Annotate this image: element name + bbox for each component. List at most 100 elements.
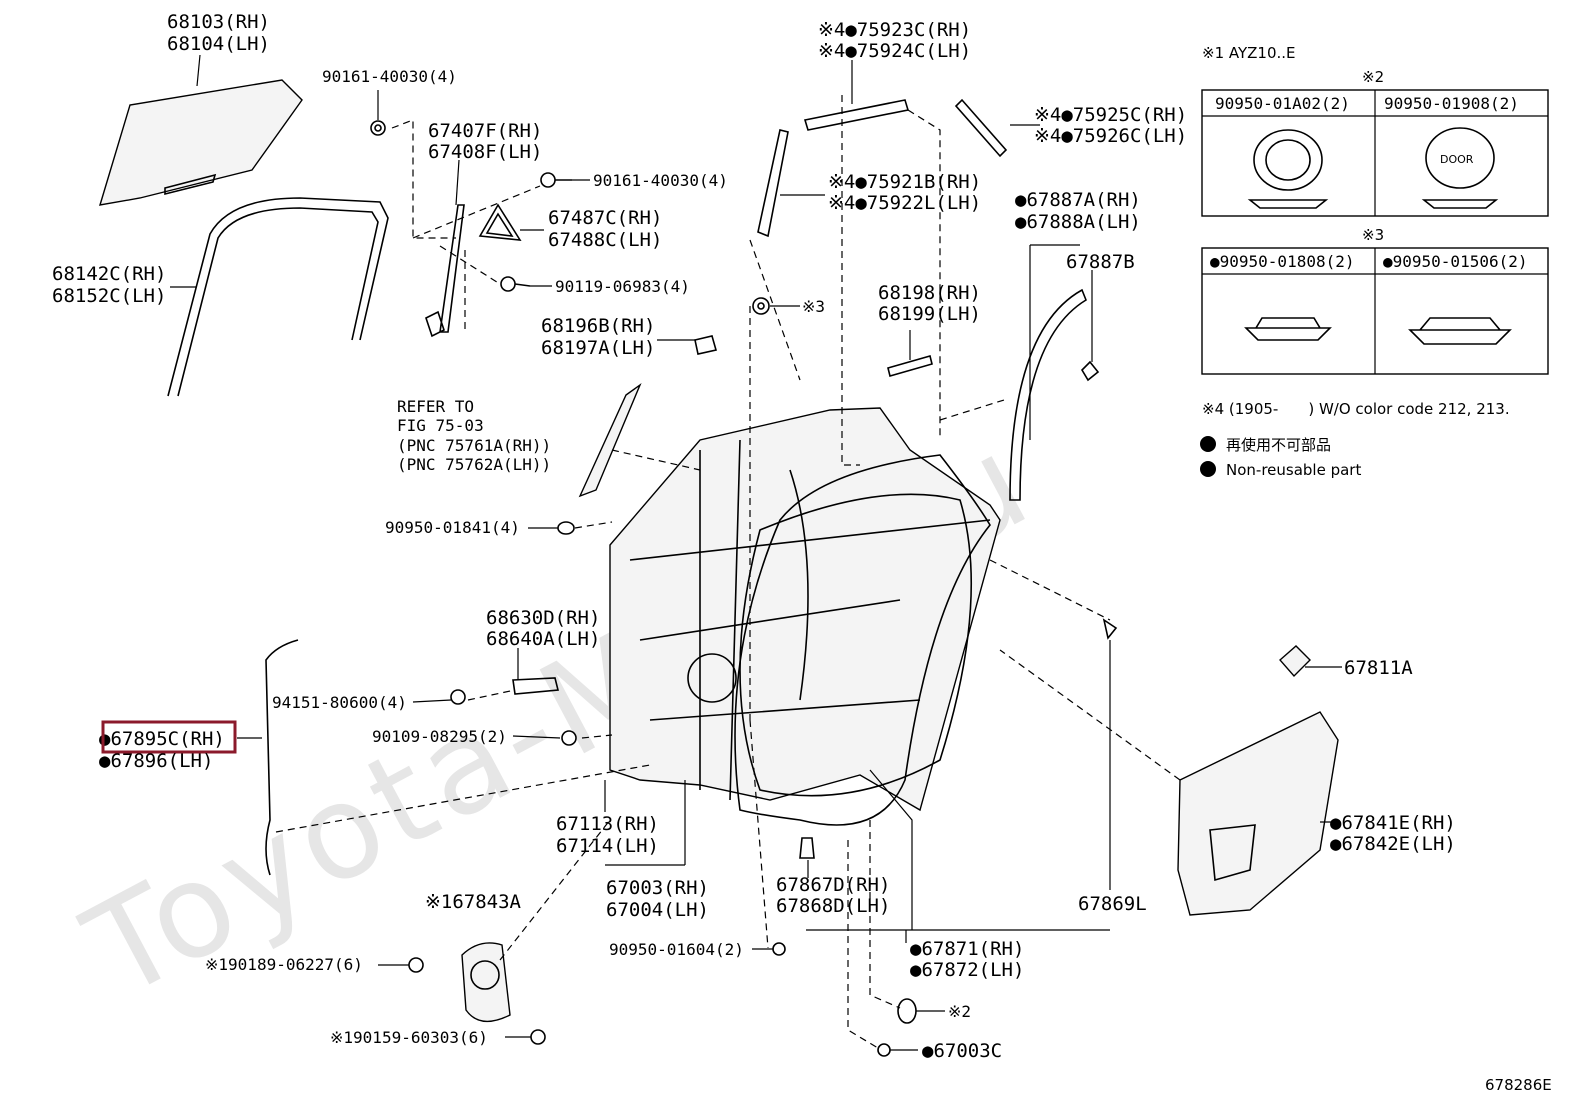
run-channel-shape	[167, 197, 389, 397]
clip-icon	[1080, 360, 1100, 382]
bullet-icon	[1200, 461, 1216, 477]
label-68630[interactable]: 68630D(RH)	[486, 607, 600, 629]
bolt-icon	[561, 730, 577, 746]
weatherstrip-arc-shape	[1009, 288, 1087, 501]
clip-icon	[1102, 618, 1118, 640]
plug-icon	[877, 1043, 891, 1057]
label-67003[interactable]: 67003(RH)	[606, 877, 709, 899]
label-75922[interactable]: ※4●75922L(LH)	[828, 192, 981, 214]
label-67868[interactable]: 67868D(LH)	[776, 895, 890, 917]
label-68198[interactable]: 68198(RH)	[878, 282, 981, 304]
seal-square-shape	[1279, 645, 1311, 678]
label-90950-01604[interactable]: 90950-01604(2)	[609, 940, 744, 959]
label-67487[interactable]: 67487C(RH)	[548, 207, 662, 229]
label-68142[interactable]: 68142C(RH)	[52, 263, 166, 285]
bolt-icon	[370, 120, 386, 136]
figure-id: 678286E	[1485, 1076, 1552, 1094]
label-75926[interactable]: ※4●75926C(LH)	[1034, 125, 1187, 147]
legend-jp: 再使用不可部品	[1226, 436, 1331, 454]
label-67488[interactable]: 67488C(LH)	[548, 229, 662, 251]
label-68199[interactable]: 68199(LH)	[878, 303, 981, 325]
label-90161-b[interactable]: 90161-40030(4)	[593, 171, 728, 190]
door-panel-shape	[609, 407, 1001, 812]
bolt-icon	[450, 689, 466, 705]
lower-weatherstrip-shape	[265, 639, 299, 876]
note-x2-header: ※2	[1362, 68, 1384, 86]
door-panel-detail	[629, 439, 991, 801]
note-x3-header: ※3	[1362, 226, 1384, 244]
label-90189[interactable]: ※190189-06227(6)	[205, 955, 363, 974]
door-text: DOOR	[1440, 153, 1474, 166]
clip-icon	[752, 297, 770, 315]
label-x3: ※3	[802, 297, 825, 316]
label-68197[interactable]: 68197A(LH)	[541, 337, 655, 359]
label-67843[interactable]: ※167843A	[425, 891, 522, 913]
label-75921[interactable]: ※4●75921B(RH)	[828, 171, 981, 193]
label-68104[interactable]: 68104(LH)	[167, 33, 270, 55]
label-75924[interactable]: ※4●75924C(LH)	[818, 40, 971, 62]
label-90161-a[interactable]: 90161-40030(4)	[322, 67, 457, 86]
label-67887b[interactable]: 67887B	[1066, 251, 1135, 273]
label-67113[interactable]: 67113(RH)	[556, 813, 659, 835]
label-68152[interactable]: 68152C(LH)	[52, 285, 166, 307]
plug-icon	[1247, 129, 1329, 209]
table-x2	[1201, 89, 1549, 217]
bullet-icon	[1200, 436, 1216, 452]
x2-col2-label[interactable]: 90950-01908(2)	[1384, 94, 1519, 113]
label-67871[interactable]: ●67871(RH)	[910, 938, 1024, 960]
grommet-icon	[557, 521, 575, 535]
division-bar-shape	[425, 204, 465, 338]
label-67869[interactable]: 67869L	[1078, 893, 1147, 915]
door-weatherstrip-shape	[734, 454, 991, 826]
label-68640[interactable]: 68640A(LH)	[486, 628, 600, 650]
grommet-icon	[897, 998, 917, 1024]
label-90159[interactable]: ※190159-60303(6)	[330, 1028, 488, 1047]
label-67841[interactable]: ●67841E(RH)	[1330, 812, 1456, 834]
label-67811[interactable]: 67811A	[1344, 657, 1413, 679]
label-67842[interactable]: ●67842E(LH)	[1330, 833, 1456, 855]
x3-col2-label[interactable]: ●90950-01506(2)	[1383, 252, 1528, 271]
label-67872[interactable]: ●67872(LH)	[910, 959, 1024, 981]
table-x3	[1201, 247, 1549, 375]
pillar-garnish-shape	[578, 382, 642, 498]
label-67003c[interactable]: ●67003C	[922, 1040, 1002, 1062]
label-75923[interactable]: ※4●75923C(RH)	[818, 19, 971, 41]
label-90119[interactable]: 90119-06983(4)	[555, 277, 690, 296]
x2-col1-label[interactable]: 90950-01A02(2)	[1215, 94, 1350, 113]
legend-en: Non-reusable part	[1226, 461, 1361, 479]
label-67114[interactable]: 67114(LH)	[556, 835, 659, 857]
label-67896[interactable]: ●67896(LH)	[99, 750, 213, 772]
label-90109[interactable]: 90109-08295(2)	[372, 727, 507, 746]
label-68196[interactable]: 68196B(RH)	[541, 315, 655, 337]
label-68103[interactable]: 68103(RH)	[167, 11, 270, 33]
refer-line-2[interactable]: FIG 75-03	[397, 416, 484, 435]
refer-line-1: REFER TO	[397, 397, 474, 416]
label-75925[interactable]: ※4●75925C(RH)	[1034, 104, 1187, 126]
glass-bracket-shape	[164, 173, 217, 196]
bracket-shape	[694, 335, 718, 355]
label-67004[interactable]: 67004(LH)	[606, 899, 709, 921]
hole-cover-shape	[1177, 711, 1339, 916]
hole-cover-window	[1209, 824, 1256, 882]
label-67887[interactable]: ●67887A(RH)	[1015, 189, 1141, 211]
label-90950-01841[interactable]: 90950-01841(4)	[385, 518, 520, 537]
door-opening-shape	[739, 493, 973, 797]
x3-col1-label[interactable]: ●90950-01808(2)	[1210, 252, 1355, 271]
highlight-box	[101, 720, 237, 754]
label-67888[interactable]: ●67888A(LH)	[1015, 211, 1141, 233]
label-94151[interactable]: 94151-80600(4)	[272, 693, 407, 712]
note-4: ※4 (1905- ) W/O color code 212, 213.	[1202, 400, 1510, 418]
label-67867[interactable]: 67867D(RH)	[776, 874, 890, 896]
rear-garnish-shape	[954, 98, 1008, 158]
label-67895[interactable]: ●67895C(RH)	[99, 728, 225, 750]
label-67408[interactable]: 67408F(LH)	[428, 141, 542, 163]
note-1: ※1 AYZ10..E	[1202, 44, 1296, 62]
bolt-icon	[500, 276, 531, 292]
label-x2-ref: ※2	[948, 1002, 971, 1021]
label-67407[interactable]: 67407F(RH)	[428, 120, 542, 142]
front-garnish-shape	[757, 129, 789, 238]
screw-icon	[530, 1029, 546, 1045]
refer-line-3: (PNC 75761A(RH))	[397, 436, 551, 455]
speaker-hole-shape	[687, 653, 737, 703]
